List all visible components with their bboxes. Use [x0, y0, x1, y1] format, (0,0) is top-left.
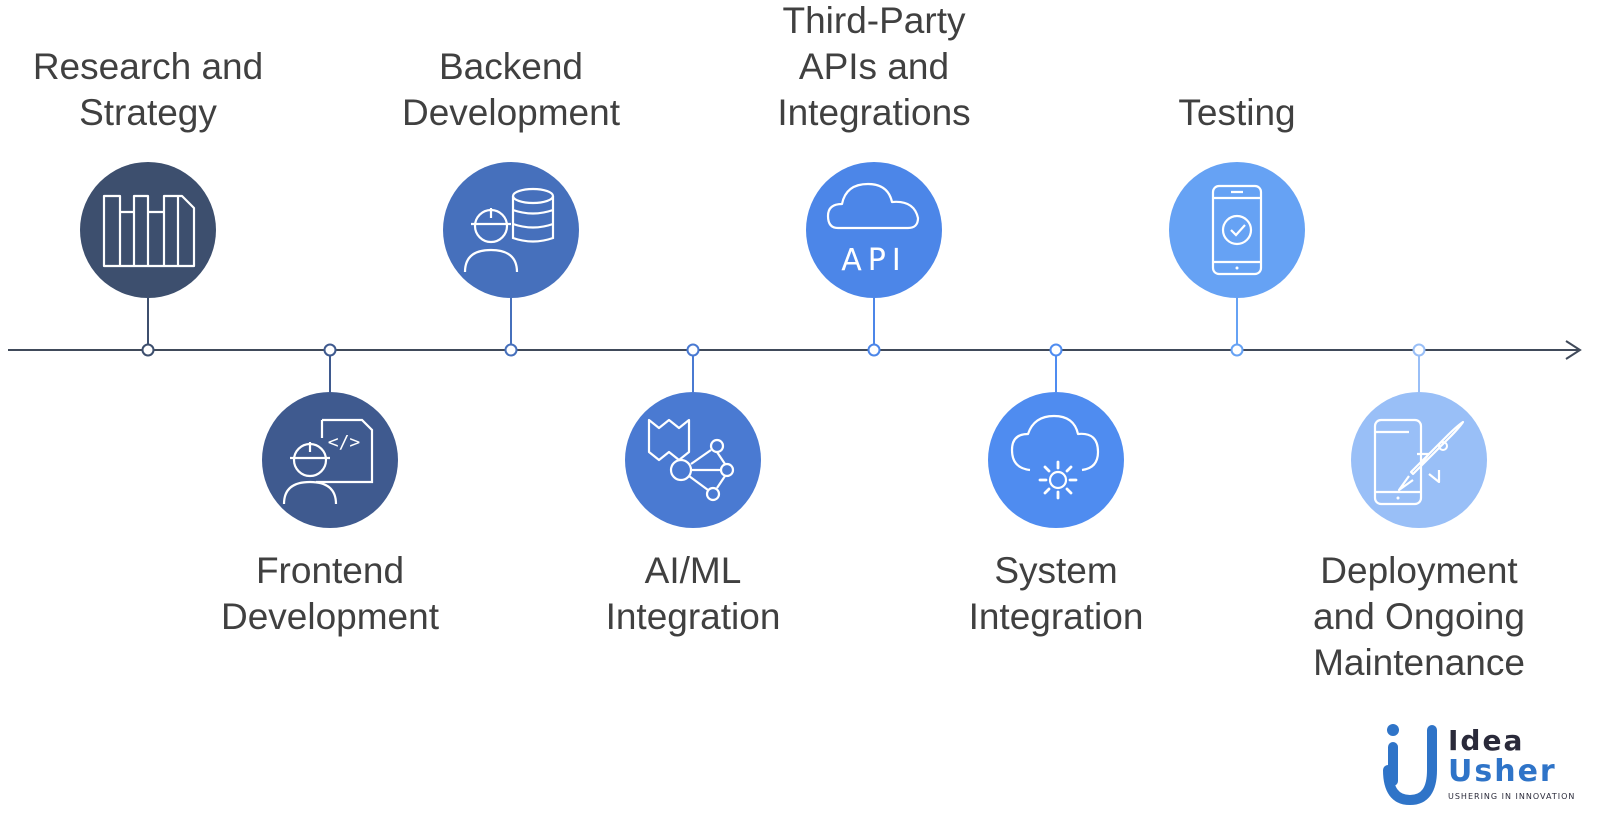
step-label-line: APIs and	[798, 46, 950, 87]
timeline-step-testing	[1169, 162, 1305, 357]
logo-idea-text: Idea	[1448, 724, 1525, 757]
step-label-line: and Ongoing	[1313, 596, 1525, 637]
step-label-line: Integration	[968, 596, 1144, 637]
research-strategy-icon	[102, 194, 196, 268]
step-label-line: Frontend	[255, 550, 405, 591]
axis-marker-apis	[867, 343, 881, 357]
axis-marker-backend	[504, 343, 518, 357]
step-circle-aiml	[625, 392, 761, 528]
step-label-line: Integration	[605, 596, 781, 637]
axis-marker-deployment	[1412, 343, 1426, 357]
axis-marker-aiml	[686, 343, 700, 357]
step-label-testing: Testing	[1087, 90, 1387, 136]
timeline-step-apis: API	[806, 162, 942, 357]
step-circle-frontend	[262, 392, 398, 528]
step-label-line: Testing	[1178, 92, 1296, 133]
step-circle-testing	[1169, 162, 1305, 298]
timeline-step-deployment	[1351, 343, 1487, 528]
logo-tagline: USHERING IN INNOVATION	[1448, 792, 1576, 801]
step-circle-deployment	[1351, 392, 1487, 528]
step-circle-system	[988, 392, 1124, 528]
axis-marker-frontend	[323, 343, 337, 357]
timeline-step-research	[80, 162, 216, 357]
step-label-line: Strategy	[79, 92, 217, 133]
logo-usher-text: Usher	[1448, 754, 1557, 789]
backend-database-icon	[463, 187, 555, 273]
step-label-line: System	[994, 550, 1118, 591]
step-circle-apis	[806, 162, 942, 298]
step-label-line: AI/ML	[644, 550, 742, 591]
step-label-line: Development	[220, 596, 439, 637]
axis-marker-research	[141, 343, 155, 357]
api-cloud-icon: API	[826, 182, 920, 278]
step-label-line: Backend	[439, 46, 583, 87]
phone-check-icon	[1211, 184, 1263, 276]
step-label-aiml: AI/ML Integration	[543, 548, 843, 640]
timeline-step-aiml	[625, 343, 761, 528]
ai-network-icon	[647, 418, 735, 502]
cloud-gear-icon	[1010, 414, 1100, 500]
svg-text:API: API	[841, 243, 906, 278]
timeline-step-system	[988, 343, 1124, 528]
phone-rocket-icon	[1373, 418, 1465, 506]
step-label-line: Third-Party	[782, 0, 966, 41]
axis-marker-system	[1049, 343, 1063, 357]
axis-marker-testing	[1230, 343, 1244, 357]
timeline-step-frontend: </>	[262, 343, 398, 528]
frontend-developer-icon: </>	[282, 418, 374, 505]
step-label-line: Research and	[32, 46, 264, 87]
logo-mark-icon	[1383, 724, 1437, 806]
svg-text:</>: </>	[328, 432, 361, 453]
timeline-step-backend	[443, 162, 579, 357]
step-label-line: Maintenance	[1313, 642, 1525, 683]
step-label-line: Development	[401, 92, 620, 133]
step-label-line: Deployment	[1320, 550, 1518, 591]
idea-usher-logo: Idea Usher USHERING IN INNOVATION	[1380, 720, 1600, 817]
step-label-line: Integrations	[777, 92, 971, 133]
timeline-arrowhead	[1565, 340, 1582, 360]
step-circle-backend	[443, 162, 579, 298]
